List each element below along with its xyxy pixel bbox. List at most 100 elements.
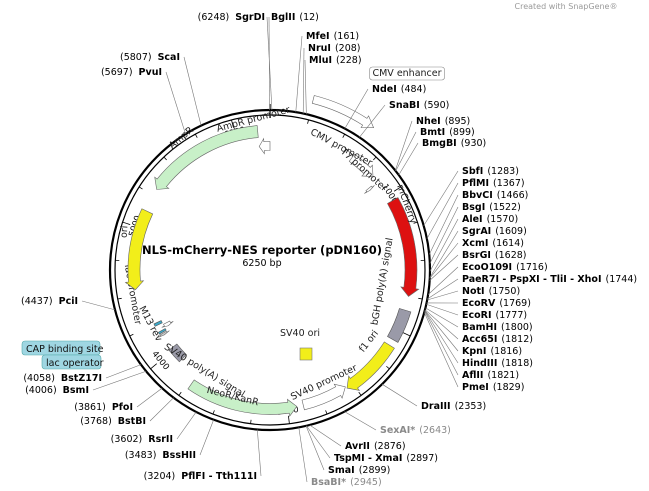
feature-lac-operator[interactable] xyxy=(157,328,167,335)
feature-shape xyxy=(348,153,374,177)
site-draiii[interactable]: DraIII(2353) xyxy=(421,401,486,412)
site-bmti[interactable]: BmtI(899) xyxy=(420,127,475,138)
site-bmgbi[interactable]: BmgBI(930) xyxy=(422,138,486,149)
site-lead xyxy=(305,425,325,471)
site-lead-lines xyxy=(81,16,459,483)
feature-shape xyxy=(157,328,167,335)
site-lead xyxy=(92,370,147,391)
site-lead xyxy=(424,310,459,352)
site-hindiii[interactable]: HindIII(1818) xyxy=(462,358,533,369)
site-smai[interactable]: SmaI(2899) xyxy=(328,465,390,476)
tag-cap-binding-site[interactable]: CAP binding site xyxy=(21,340,104,356)
site-lead xyxy=(136,387,163,408)
site-pcii[interactable]: (4437)PciI xyxy=(21,296,78,307)
site-nrui[interactable]: NruI(208) xyxy=(308,43,360,54)
site-pvui[interactable]: (5697)PvuI xyxy=(101,67,162,78)
site-pfoi[interactable]: (3861)PfoI xyxy=(74,402,133,413)
feature-shape xyxy=(299,347,313,361)
site-nhei[interactable]: NheI(895) xyxy=(416,116,470,127)
restriction-sites[interactable]: BglII(12) MfeI(161)NruI(208)MluI(228) NdeI… xyxy=(21,12,637,488)
site-lead xyxy=(295,35,303,113)
site-bbvci[interactable]: BbvCI(1466) xyxy=(462,190,528,201)
site-lead xyxy=(429,230,459,278)
site-paer7i-pspxi-tlii-xhoi[interactable]: PaeR7I - PspXI - TliI - XhoI(1744) xyxy=(462,274,637,285)
scale-tick xyxy=(117,297,122,300)
site-lead xyxy=(183,56,202,126)
scale-tick xyxy=(150,363,157,370)
site-rsrii[interactable]: (3602)RsrII xyxy=(111,434,173,445)
site-alei[interactable]: AleI(1570) xyxy=(462,214,518,225)
feature-ampr[interactable]: AmpR xyxy=(154,124,259,190)
feature-label: f1 ori xyxy=(357,328,381,354)
site-lead xyxy=(429,218,459,272)
site-kpni[interactable]: KpnI(1816) xyxy=(462,346,522,357)
site-lead xyxy=(424,309,459,340)
site-lead xyxy=(199,419,214,456)
site-tspmi-xmai[interactable]: TspMI - XmaI(2897) xyxy=(334,453,438,464)
site-ndei[interactable]: NdeI(484) xyxy=(372,84,426,95)
site-aflii[interactable]: AflII(1821) xyxy=(462,370,519,381)
site-snabi[interactable]: SnaBI(590) xyxy=(389,100,449,111)
scale-tick xyxy=(393,186,402,192)
feature-ori[interactable]: ori xyxy=(119,208,154,291)
feature-cmv-enhancer[interactable]: CMV enhancer xyxy=(311,66,445,129)
site-lead xyxy=(302,47,305,114)
feature-cap-binding-site[interactable] xyxy=(153,320,163,327)
site-sgrdi[interactable]: (6248)SgrDI xyxy=(198,12,265,23)
site-bamhi[interactable]: BamHI(1800) xyxy=(462,322,533,333)
site-lead xyxy=(165,71,186,135)
scale-tick xyxy=(402,332,411,337)
site-bsabi[interactable]: BsaBI*(2945) xyxy=(311,477,382,488)
site-bsmi[interactable]: (4006)BsmI xyxy=(25,385,89,396)
site-lead xyxy=(426,182,459,239)
site-acc65i[interactable]: Acc65I(1812) xyxy=(462,334,533,345)
feature-shape xyxy=(161,320,174,328)
site-bglii[interactable]: BglII(12) xyxy=(271,12,319,23)
tag-lac-operator[interactable]: lac operator xyxy=(41,354,104,370)
site-sgrai[interactable]: SgrAI(1609) xyxy=(462,226,527,237)
scale-tick xyxy=(129,333,134,337)
site-lead xyxy=(344,88,369,129)
feature-sv40-ori[interactable]: SV40 ori xyxy=(280,328,320,361)
site-lead xyxy=(268,16,270,111)
site-lead xyxy=(176,411,197,440)
site-bsrgi[interactable]: BsrGI(1628) xyxy=(462,250,527,261)
site-lead xyxy=(424,312,459,388)
site-bstz17i[interactable]: (4058)BstZ17I xyxy=(23,373,102,384)
site-scai[interactable]: (5807)ScaI xyxy=(120,52,180,63)
site-noti[interactable]: NotI(1750) xyxy=(462,286,520,297)
site-mfei[interactable]: MfeI(161) xyxy=(306,31,359,42)
site-pflmi[interactable]: PflMI(1367) xyxy=(462,178,525,189)
site-lead xyxy=(423,170,459,226)
scale-tick xyxy=(307,119,309,124)
site-bstbi[interactable]: (3768)BstBI xyxy=(80,416,146,427)
scale-tick xyxy=(358,391,362,396)
site-lead xyxy=(257,429,262,477)
site-lead xyxy=(425,307,459,328)
site-bsgi[interactable]: BsgI(1522) xyxy=(462,202,521,213)
site-bsshii[interactable]: (3483)BssHII xyxy=(125,450,196,461)
site-lead xyxy=(306,425,331,459)
site-ecoo109i[interactable]: EcoO109I(1716) xyxy=(462,262,548,273)
site-xcmi[interactable]: XcmI(1614) xyxy=(462,238,524,249)
scale-tick xyxy=(163,156,167,161)
feature-f1-ori[interactable]: f1 ori xyxy=(346,328,395,391)
site-sbfi[interactable]: SbfI(1283) xyxy=(462,166,519,177)
site-sexai[interactable]: SexAI*(2643) xyxy=(380,425,451,436)
site-pflfi-tth111i[interactable]: (3204)PflFI - Tth111I xyxy=(144,471,257,482)
site-ecori[interactable]: EcoRI(1777) xyxy=(462,310,527,321)
feature-shape xyxy=(301,383,346,411)
scale-tick xyxy=(386,365,390,370)
site-lead xyxy=(304,59,307,115)
feature-shape xyxy=(154,125,259,190)
site-ecorv[interactable]: EcoRV(1769) xyxy=(462,298,531,309)
scale-tick xyxy=(122,221,131,225)
site-lead xyxy=(81,300,116,311)
site-lead xyxy=(429,254,459,281)
site-lead xyxy=(395,120,413,171)
site-pmei[interactable]: PmeI(1829) xyxy=(462,382,524,393)
feature-shape xyxy=(311,95,375,129)
site-mlui[interactable]: MluI(228) xyxy=(309,55,362,66)
site-avrii[interactable]: AvrII(2876) xyxy=(345,441,406,452)
